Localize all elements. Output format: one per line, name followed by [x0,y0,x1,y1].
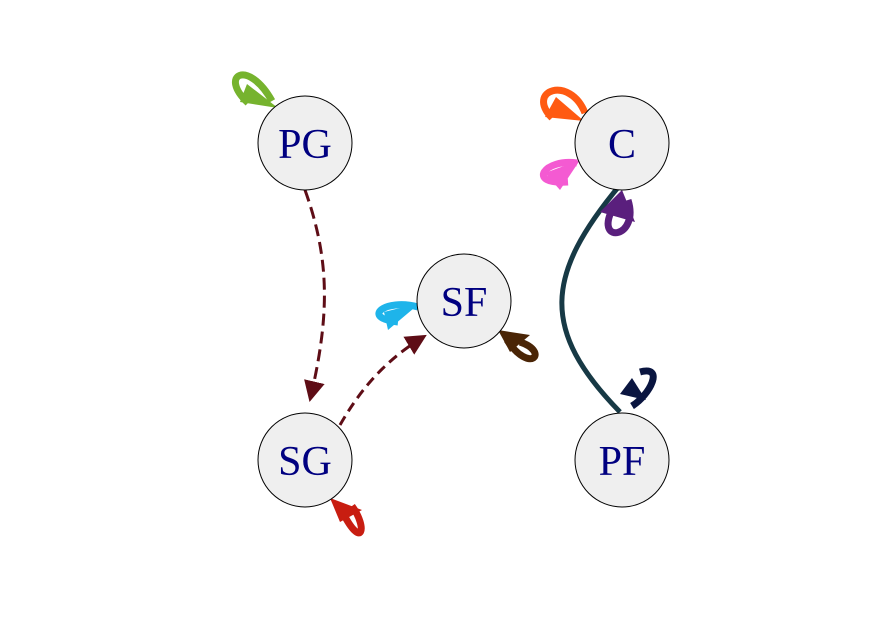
self-loop-c-purple [600,190,635,237]
self-loop-c-orange [540,86,589,121]
node-pg[interactable]: PG [257,95,353,191]
node-pf[interactable]: PF [574,412,670,508]
self-loop-sg-red [330,498,365,537]
nodes-layer: PG C SF SG PF [257,95,670,508]
node-label-c: C [608,122,636,168]
self-loop-sf-brown [498,330,539,363]
self-loops-layer [232,71,657,537]
node-sf[interactable]: SF [416,253,512,349]
edge-pg-to-sg [303,189,326,403]
edges-layer [303,183,622,426]
node-c[interactable]: C [574,95,670,191]
self-loop-c-pink [540,158,580,190]
edge-pf-to-c [559,183,622,414]
node-label-sg: SG [278,439,332,485]
self-loop-sf-blue [375,301,420,330]
node-sg[interactable]: SG [257,412,353,508]
node-label-pg: PG [278,122,332,168]
node-label-sf: SF [441,280,488,326]
self-loop-pf-navy [620,367,657,409]
edge-sg-to-sf [338,334,427,426]
node-label-pf: PF [599,439,646,485]
self-loop-pg [232,71,278,108]
